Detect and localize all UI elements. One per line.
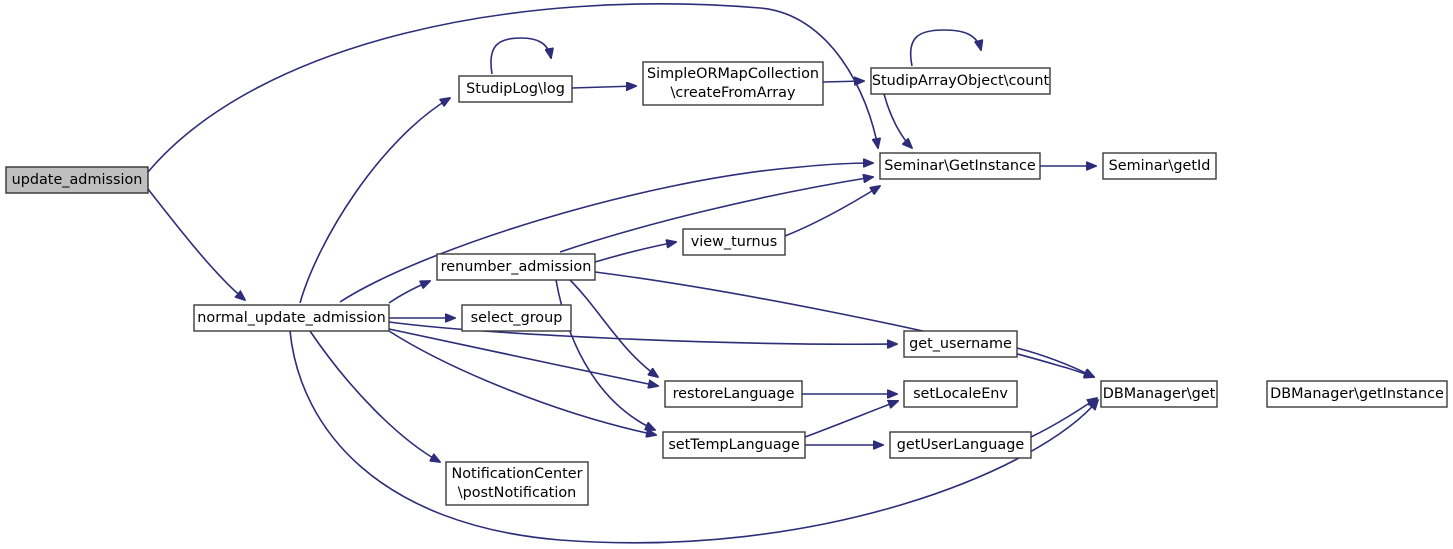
node-seminar_getid[interactable]: Seminar\getId <box>1102 152 1217 180</box>
node-label-seminar_getid: Seminar\getId <box>1109 158 1211 174</box>
node-label-setlocaleenv: setLocaleEnv <box>913 386 1008 402</box>
node-setlocaleenv[interactable]: setLocaleEnv <box>903 380 1018 408</box>
edge-normal_update_admission-to-dbmanager_get <box>289 330 1098 544</box>
node-label-dbmanager_get: DBManager\get <box>1103 386 1216 402</box>
node-get_username[interactable]: get_username <box>903 330 1018 358</box>
node-box-seminar_getid[interactable] <box>1102 152 1217 180</box>
node-label-seminar_getinstance: Seminar\GetInstance <box>884 158 1036 174</box>
node-box-setlocaleenv[interactable] <box>903 380 1018 408</box>
node-dbmanager_get[interactable]: DBManager\get <box>1100 380 1218 408</box>
edge-normal_update_admission-to-renumber_admission <box>388 281 430 304</box>
node-box-get_username[interactable] <box>903 330 1018 358</box>
node-layer: update_admission StudipLog\log SimpleORMap… <box>5 61 1448 506</box>
edge-get_username-to-dbmanager_get <box>1016 347 1094 377</box>
edge-normal_update_admission-to-settemplanguage <box>388 330 656 435</box>
node-label-simpleormap: SimpleORMapCollection <box>647 66 819 82</box>
edge-view_turnus-to-seminar_getinstance <box>784 186 880 237</box>
node-label-notificationcenter: \postNotification <box>458 485 577 501</box>
node-label-getuserlanguage: getUserLanguage <box>897 437 1025 453</box>
node-box-update_admission[interactable] <box>5 166 149 194</box>
node-box-dbmanager_getinstance[interactable] <box>1266 380 1448 408</box>
node-label-simpleormap: \createFromArray <box>671 85 796 101</box>
edge-normal_update_admission-to-notificationcenter <box>309 330 440 462</box>
node-studiparrayobject_count[interactable]: StudipArrayObject\count <box>870 67 1051 95</box>
node-normal_update_admission[interactable]: normal_update_admission <box>193 304 390 332</box>
node-box-studiparrayobject_count[interactable] <box>870 67 1051 95</box>
edge-normal_update_admission-to-get_username <box>388 321 897 344</box>
node-restorelanguage[interactable]: restoreLanguage <box>664 380 803 408</box>
edge-simpleormap-to-studiparrayobject_count <box>822 81 864 82</box>
node-view_turnus[interactable]: view_turnus <box>682 228 786 256</box>
node-label-update_admission: update_admission <box>12 172 143 188</box>
node-box-settemplanguage[interactable] <box>662 431 806 459</box>
edge-update_admission-to-seminar_getinstance <box>147 3 878 173</box>
node-label-select_group: select_group <box>471 310 563 326</box>
edge-renumber_admission-to-view_turnus <box>594 242 676 263</box>
node-box-normal_update_admission[interactable] <box>193 304 390 332</box>
node-box-restorelanguage[interactable] <box>664 380 803 408</box>
edge-normal_update_admission-to-restorelanguage <box>388 328 658 386</box>
edge-normal_update_admission-to-studiplog_log <box>299 98 450 304</box>
node-box-studiplog_log[interactable] <box>458 75 573 103</box>
node-studiplog_log[interactable]: StudipLog\log <box>458 75 573 103</box>
node-label-settemplanguage: setTempLanguage <box>668 437 800 453</box>
edge-normal_update_admission-to-seminar_getinstance <box>339 163 873 303</box>
node-box-dbmanager_get[interactable] <box>1100 380 1218 408</box>
node-label-get_username: get_username <box>909 336 1012 352</box>
edge-studiparrayobject_count-to-studiparrayobject_count <box>909 29 981 67</box>
edge-studiparrayobject_count-to-seminar_getinstance <box>883 93 912 148</box>
edge-settemplanguage-to-setlocaleenv <box>804 401 898 438</box>
node-label-studiparrayobject_count: StudipArrayObject\count <box>872 73 1050 89</box>
node-notificationcenter[interactable]: NotificationCenter \postNotification <box>445 461 589 506</box>
node-box-seminar_getinstance[interactable] <box>879 152 1041 180</box>
edge-studiplog_log-to-simpleormap <box>571 86 636 88</box>
edge-renumber_admission-to-dbmanager_get <box>594 271 1094 377</box>
edge-update_admission-to-normal_update_admission <box>147 188 245 300</box>
node-box-view_turnus[interactable] <box>682 228 786 256</box>
node-getuserlanguage[interactable]: getUserLanguage <box>889 431 1032 459</box>
node-label-renumber_admission: renumber_admission <box>441 259 592 275</box>
node-box-select_group[interactable] <box>461 304 572 332</box>
edge-renumber_admission-to-restorelanguage <box>569 279 658 377</box>
node-box-simpleormap[interactable] <box>642 61 824 106</box>
node-box-getuserlanguage[interactable] <box>889 431 1032 459</box>
node-label-notificationcenter: NotificationCenter <box>451 466 582 482</box>
node-label-dbmanager_getinstance: DBManager\getInstance <box>1270 386 1444 402</box>
node-dbmanager_getinstance[interactable]: DBManager\getInstance <box>1266 380 1448 408</box>
node-box-renumber_admission[interactable] <box>436 253 596 281</box>
node-update_admission[interactable]: update_admission <box>5 166 149 194</box>
edge-layer <box>147 3 1098 544</box>
node-label-studiplog_log: StudipLog\log <box>466 81 565 97</box>
edge-renumber_admission-to-settemplanguage <box>555 279 655 430</box>
edge-renumber_admission-to-seminar_getinstance <box>559 177 873 253</box>
edge-studiplog_log-to-studiplog_log <box>490 37 551 75</box>
node-seminar_getinstance[interactable]: Seminar\GetInstance <box>879 152 1041 180</box>
node-simpleormap[interactable]: SimpleORMapCollection \createFromArray <box>642 61 824 106</box>
node-settemplanguage[interactable]: setTempLanguage <box>662 431 806 459</box>
node-box-notificationcenter[interactable] <box>445 461 589 506</box>
node-label-restorelanguage: restoreLanguage <box>673 386 795 402</box>
node-label-normal_update_admission: normal_update_admission <box>197 310 385 326</box>
node-renumber_admission[interactable]: renumber_admission <box>436 253 596 281</box>
node-label-view_turnus: view_turnus <box>691 234 778 250</box>
node-select_group[interactable]: select_group <box>461 304 572 332</box>
